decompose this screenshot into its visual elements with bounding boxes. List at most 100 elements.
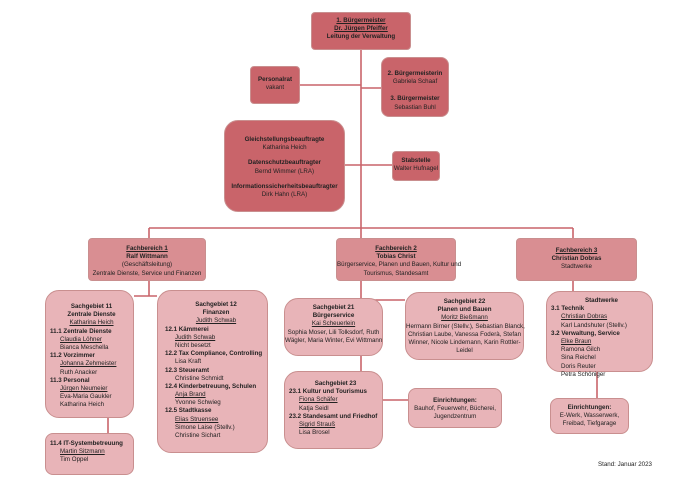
stabstelle-title: Stabstelle xyxy=(401,157,431,164)
einrichtungen-fb3-box: Einrichtungen:E-Werk, Wasserwerk,Freibad… xyxy=(550,398,629,434)
fb1-name: Ralf Wittmann xyxy=(126,253,168,261)
sg12-line: Christine Sichart xyxy=(175,432,221,439)
sg12-line: Judith Schwab xyxy=(195,317,237,325)
fachbereich-2-box: Fachbereich 2 Tobias Christ Bürgerservic… xyxy=(336,238,462,281)
sg23-line: 23.2 Standesamt und Friedhof xyxy=(289,412,378,420)
infosec-title: Informationssicherheitsbeauftragter xyxy=(231,182,338,190)
sg22-line: Sachgebiet 22 xyxy=(443,298,486,305)
sg11-line: Zentrale Dienste xyxy=(67,311,116,319)
fb3-name: Christian Dobras xyxy=(551,255,602,263)
sg21-line: Kai Scheuerlein xyxy=(311,320,356,328)
fb2-name: Tobias Christ xyxy=(376,253,416,261)
sg22-line: Winner, Nicole Lindemann, Karin Rottler- xyxy=(408,338,521,346)
sg23-line: Katja Seidl xyxy=(299,404,329,412)
sg11-line: Eva-Maria Gaukler xyxy=(60,393,112,401)
sg11-line: Claudia Löhner xyxy=(60,335,102,343)
sg23-line: Sigrid Strauß xyxy=(299,420,336,428)
sw-line: 3.1 Technik xyxy=(551,305,585,313)
sw-line: Doris Reuter xyxy=(561,362,596,370)
einr2-line: Einrichtungen: xyxy=(433,397,477,404)
fb2-title: Fachbereich 2 xyxy=(375,245,417,252)
stand-date: Stand: Januar 2023 xyxy=(597,461,652,468)
sg11-line: 11.3 Personal xyxy=(50,376,90,384)
mayor-title: 1. Bürgermeister xyxy=(336,17,386,24)
fb1-desc: Zentrale Dienste, Service und Finanzen xyxy=(92,269,202,277)
sg12-line: Anja Brand xyxy=(175,391,206,399)
sg12-line: Elias Struensee xyxy=(175,415,219,423)
personalrat-title: Personalrat xyxy=(257,76,293,83)
sg11-line: Bianca Meschella xyxy=(60,343,109,351)
sg22-line: Christian Laube, Vanessa Foderà, Stefan xyxy=(407,330,522,338)
sg11-line: Jürgen Neumeier xyxy=(60,384,108,392)
sg11-line: Sachgebiet 11 xyxy=(70,303,113,310)
sg114-line: Martin Sitzmann xyxy=(60,448,105,456)
sg12-line: 12.1 Kämmerei xyxy=(165,325,209,333)
fb3-desc: Stadtwerke xyxy=(561,263,592,271)
sw-line: Petra Schöniger xyxy=(561,370,606,378)
sg12-line: Lisa Kraft xyxy=(175,358,202,366)
sg22-line: Hermann Birner (Stellv.), Sebastian Blan… xyxy=(406,322,525,330)
einr2-line: Jugendzentrum xyxy=(433,413,477,421)
officers-box: Gleichstellungsbeauftragte Katharina Hei… xyxy=(224,120,345,212)
data-protection-title: Datenschutzbeauftragter xyxy=(248,159,321,167)
sg23-line: Lisa Brosel xyxy=(299,429,330,437)
sg22-line: Planen und Bauen xyxy=(437,306,492,314)
sg12-line: Nicht besetzt xyxy=(175,341,211,349)
sw-line: Elke Braun xyxy=(561,337,592,345)
sg23-line: Fiona Schäfer xyxy=(299,396,338,404)
einr2-line: Bauhof, Feuerwehr, Bücherei, xyxy=(414,405,496,413)
sg12-line: 12.4 Kinderbetreuung, Schulen xyxy=(165,382,257,390)
sg12-line: 12.2 Tax Compliance, Controlling xyxy=(165,350,263,358)
einr3-line: E-Werk, Wasserwerk, xyxy=(559,412,620,420)
sg11-line: Katharina Heich xyxy=(60,401,105,409)
sg12-line: Christine Schmidt xyxy=(175,374,224,382)
sg11-line: 11.1 Zentrale Dienste xyxy=(50,327,112,335)
einrichtungen-fb2-box: Einrichtungen:Bauhof, Feuerwehr, Büchere… xyxy=(408,388,502,428)
sg114-line: Tim Oppel xyxy=(60,456,89,464)
fb2-desc-1: Bürgerservice, Planen und Bauen, Kultur … xyxy=(337,261,462,269)
deputies-box: 2. Bürgermeisterin Gabriela Schaaf 3. Bü… xyxy=(381,57,449,117)
deputy-3-title: 3. Bürgermeister xyxy=(390,95,440,103)
stabstelle-name: Walter Hufnagel xyxy=(393,165,439,173)
sw-line: 3.2 Verwaltung, Service xyxy=(551,329,620,337)
infosec-name: Dirk Hahn (LRA) xyxy=(261,190,308,198)
sg21-line: Bürgerservice xyxy=(312,312,355,320)
sg12-line: Simone Laise (Stellv.) xyxy=(175,423,235,431)
einr3-line: Einrichtungen: xyxy=(567,404,612,411)
sg21-line: Sachgebiet 21 xyxy=(312,304,355,311)
fb1-title: Fachbereich 1 xyxy=(126,245,168,252)
data-protection-name: Bernd Wimmer (LRA) xyxy=(254,167,315,175)
sg11-line: Johanna Zehmeister xyxy=(60,360,117,368)
deputy-2-title: 2. Bürgermeisterin xyxy=(387,70,443,77)
sg11-line: Katharina Heich xyxy=(69,319,114,327)
sg12-line: Finanzen xyxy=(202,309,230,317)
sg12-line: Judith Schwab xyxy=(175,333,216,341)
sw-line: Sina Reichel xyxy=(561,354,596,362)
sg21-line: Wägler, Maria Winter, Evi Wittmann xyxy=(285,336,383,344)
sw-line: Christian Dobras xyxy=(561,313,608,321)
einr3-line: Freibad, Tiefgarage xyxy=(562,420,617,428)
sg12-line: Sachgebiet 12 xyxy=(195,301,237,308)
deputy-2-name: Gabriela Schaaf xyxy=(392,78,438,86)
sg11-line: 11.2 Vorzimmer xyxy=(50,352,95,360)
fachbereich-3-box: Fachbereich 3 Christian Dobras Stadtwerk… xyxy=(516,238,637,281)
sg21-line: Sophia Moser, Lili Tolksdorf, Ruth xyxy=(287,328,380,336)
sg23-line: 23.1 Kultur und Tourismus xyxy=(289,388,367,396)
fb2-desc-2: Tourismus, Standesamt xyxy=(363,269,429,277)
sg12-line: Yvonne Schwieg xyxy=(175,399,221,407)
sg12-line: 12.3 Steueramt xyxy=(165,366,210,374)
stabstelle-box: Stabstelle Walter Hufnagel xyxy=(392,151,440,181)
equality-officer-name: Katharina Heich xyxy=(262,144,307,152)
personalrat-name: vakant xyxy=(265,84,285,92)
sw-line: Ramona Gilch xyxy=(561,346,601,354)
sg11-line: Ruth Anacker xyxy=(60,368,98,376)
sg22-line: Moritz Bießmann xyxy=(441,314,488,322)
fb3-title: Fachbereich 3 xyxy=(555,247,598,254)
sw-line: Stadtwerke xyxy=(584,297,618,304)
